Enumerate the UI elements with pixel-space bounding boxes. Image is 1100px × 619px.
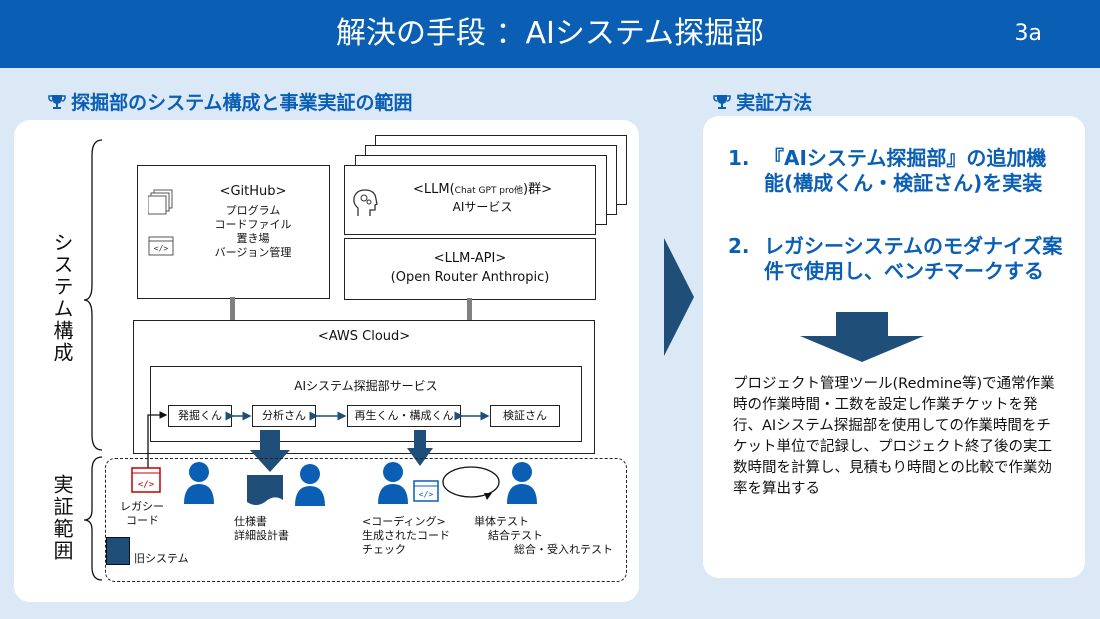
header-bar	[0, 0, 1100, 68]
spec-line: 仕様書	[234, 515, 267, 528]
down-arrow-icon	[250, 430, 290, 472]
llm-title-small: Chat GPT pro他	[454, 186, 524, 196]
module-arrows	[147, 411, 490, 470]
module-kensho: 検証さん	[490, 405, 560, 427]
system-brace	[83, 139, 103, 451]
github-line: 置き場	[236, 232, 270, 245]
module-saisei: 再生くん・構成くん	[347, 405, 461, 427]
service-title: AIシステム探掘部サービス	[294, 379, 438, 393]
github-line: バージョン管理	[214, 246, 292, 259]
test-line: 総合・受入れテスト	[514, 543, 613, 556]
trophy-icon	[713, 95, 731, 109]
github-line: プログラム	[225, 204, 281, 217]
legacy-line: レガシー	[120, 500, 164, 513]
right-heading: 実証方法	[713, 88, 812, 115]
coding-label: <コーディング> 生成されたコード チェック	[362, 515, 450, 557]
llm-api-title: <LLM-API>	[433, 251, 507, 266]
old-system-label: 旧システム	[134, 552, 189, 565]
legacy-feed-arrow	[147, 411, 168, 470]
github-title: <GitHub>	[219, 184, 287, 199]
llm-title: <LLM(Chat GPT pro他)群>	[375, 178, 590, 197]
person-icon	[295, 464, 325, 506]
coding-line: 生成されたコード	[362, 529, 450, 542]
llm-sub: AIサービス	[452, 200, 513, 214]
system-brace-label: システム構成	[50, 232, 74, 364]
trophy-icon	[48, 95, 66, 109]
spec-label: 仕様書 詳細設計書	[234, 515, 289, 543]
document-stack-icon	[148, 189, 173, 215]
llm-api-box: <LLM-API> (Open Router Anthropic)	[344, 238, 596, 300]
service-box: AIシステム探掘部サービス	[150, 366, 582, 442]
ai-head-icon	[353, 189, 378, 216]
legacy-label: レガシー コード	[120, 500, 164, 528]
proof-brace	[83, 456, 103, 581]
llm-title-end: )群>	[523, 182, 552, 197]
old-system-icon	[106, 537, 130, 565]
svg-text:</>: </>	[154, 244, 169, 253]
spec-line: 詳細設計書	[234, 529, 289, 542]
github-box: </> <GitHub> プログラム コードファイル 置き場 バージョン管理	[137, 165, 330, 299]
right-arrow-icon	[664, 238, 694, 356]
proof-area	[105, 458, 627, 582]
slide-number: 3a	[1014, 21, 1042, 46]
person-icon	[184, 462, 214, 504]
coding-line: チェック	[362, 543, 406, 556]
svg-text:</>: </>	[419, 490, 434, 499]
step-2-text: レガシーシステムのモダナイズ案件で使用し、ベンチマークする	[764, 234, 1063, 283]
cycle-arrow-icon	[442, 466, 500, 500]
code-window-icon: </>	[413, 480, 439, 502]
legacy-code-icon: </>	[131, 467, 161, 493]
github-line: コードファイル	[214, 218, 292, 231]
braces	[83, 139, 103, 581]
step-1-text: 『AIシステム探掘部』の追加機能(構成くん・検証さん)を実装	[764, 146, 1047, 195]
right-heading-text: 実証方法	[736, 92, 813, 114]
down-arrow-icon	[407, 430, 433, 466]
slide-title: 解決の手段 ：AIシステム探掘部	[335, 16, 764, 51]
person-icon	[507, 462, 537, 504]
left-heading: 探掘部のシステム構成と事業実証の範囲	[48, 88, 413, 115]
step-1-num: 1.	[728, 146, 750, 170]
llm-api-sub: (Open Router Anthropic)	[390, 270, 550, 285]
method-description: プロジェクト管理ツール(Redmine等)で通常作業時の作業時間・工数を設定し作…	[733, 376, 1055, 497]
legacy-line: コード	[126, 514, 159, 527]
github-lines: プログラム コードファイル 置き場 バージョン管理	[178, 204, 328, 260]
code-window-icon: </>	[148, 236, 174, 256]
module-bunseki: 分析さん	[252, 405, 316, 427]
down-arrow-icon	[800, 312, 924, 362]
person-icon	[378, 462, 408, 504]
tests-label: 単体テスト 結合テスト 総合・受入れテスト	[474, 515, 614, 557]
llm-title-main: <LLM(	[412, 182, 455, 197]
llm-box: <LLM(Chat GPT pro他)群> AIサービス	[344, 165, 596, 235]
coding-line: <コーディング>	[362, 515, 446, 528]
step-2-num: 2.	[728, 234, 750, 258]
test-line: 単体テスト	[474, 515, 529, 528]
svg-text:</>: </>	[138, 480, 155, 490]
test-line: 結合テスト	[488, 529, 543, 542]
aws-title: <AWS Cloud>	[317, 329, 411, 344]
left-heading-text: 探掘部のシステム構成と事業実証の範囲	[71, 92, 413, 114]
spec-document-icon	[247, 475, 283, 505]
proof-brace-label: 実証範囲	[50, 474, 74, 562]
